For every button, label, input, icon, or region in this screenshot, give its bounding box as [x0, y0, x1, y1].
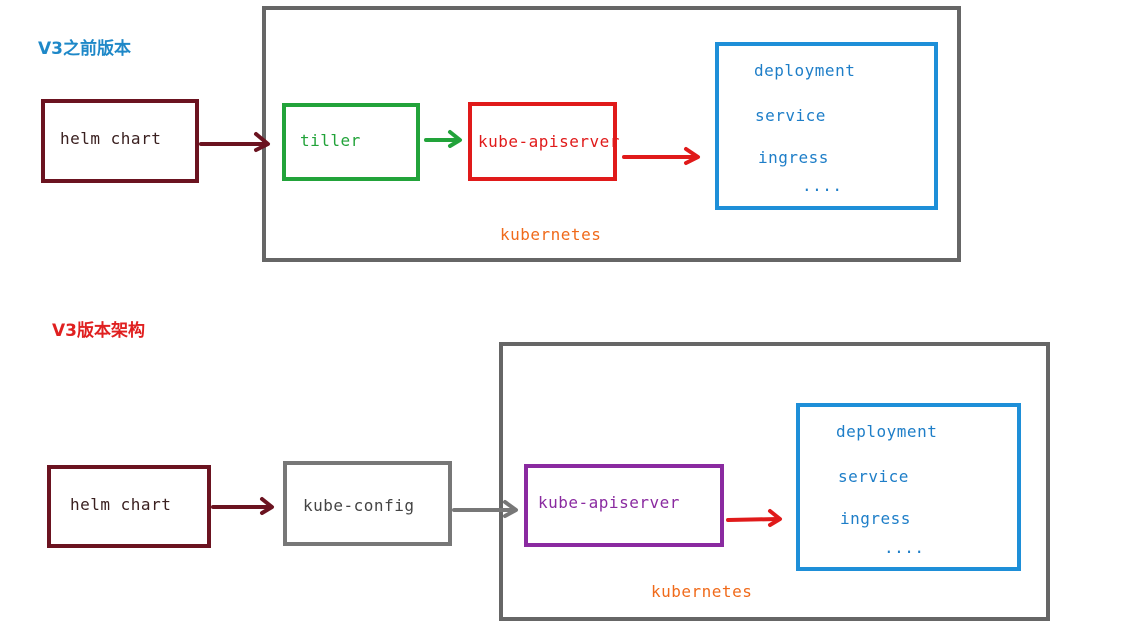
v3-resources-box [796, 403, 1021, 571]
arrow-apiserver-to-resources [622, 147, 700, 165]
v2-helm-chart-box [41, 99, 199, 183]
v3-title: V3版本架构 [52, 321, 145, 341]
arrow-helm-to-tiller [199, 132, 270, 152]
v2-resource-ingress: ingress [758, 148, 829, 167]
v2-kubernetes-label: kubernetes [500, 225, 602, 244]
v2-resource-more: .... [802, 176, 843, 195]
tiller-box [282, 103, 420, 181]
v2-resource-deployment: deployment [754, 61, 856, 80]
arrow-helm-to-kubeconfig [211, 497, 274, 515]
v2-kubernetes-cluster [262, 6, 961, 262]
v2-resources-box [715, 42, 938, 210]
arrow-apiserver-to-resources-v3 [726, 509, 782, 527]
v3-kubernetes-cluster [499, 342, 1050, 621]
v3-helm-chart-label: helm chart [70, 495, 172, 514]
v2-helm-chart-label: helm chart [60, 129, 162, 148]
v2-resource-service: service [755, 106, 826, 125]
kube-config-label: kube-config [303, 496, 415, 515]
kube-config-box [283, 461, 452, 546]
v3-resource-ingress: ingress [840, 509, 911, 528]
v2-kube-apiserver-box [468, 102, 617, 181]
v2-title: V3之前版本 [38, 39, 131, 59]
v3-kube-apiserver-box [524, 464, 724, 547]
v3-resource-deployment: deployment [836, 422, 938, 441]
arrow-tiller-to-apiserver [424, 130, 462, 148]
v3-kube-apiserver-label: kube-apiserver [538, 493, 680, 512]
v3-helm-chart-box [47, 465, 211, 548]
v3-resource-service: service [838, 467, 909, 486]
v3-resource-more: .... [884, 538, 925, 557]
tiller-label: tiller [300, 131, 361, 150]
arrow-kubeconfig-to-apiserver [452, 500, 518, 518]
v2-kube-apiserver-label: kube-apiserver [478, 132, 620, 151]
v3-kubernetes-label: kubernetes [651, 582, 753, 601]
